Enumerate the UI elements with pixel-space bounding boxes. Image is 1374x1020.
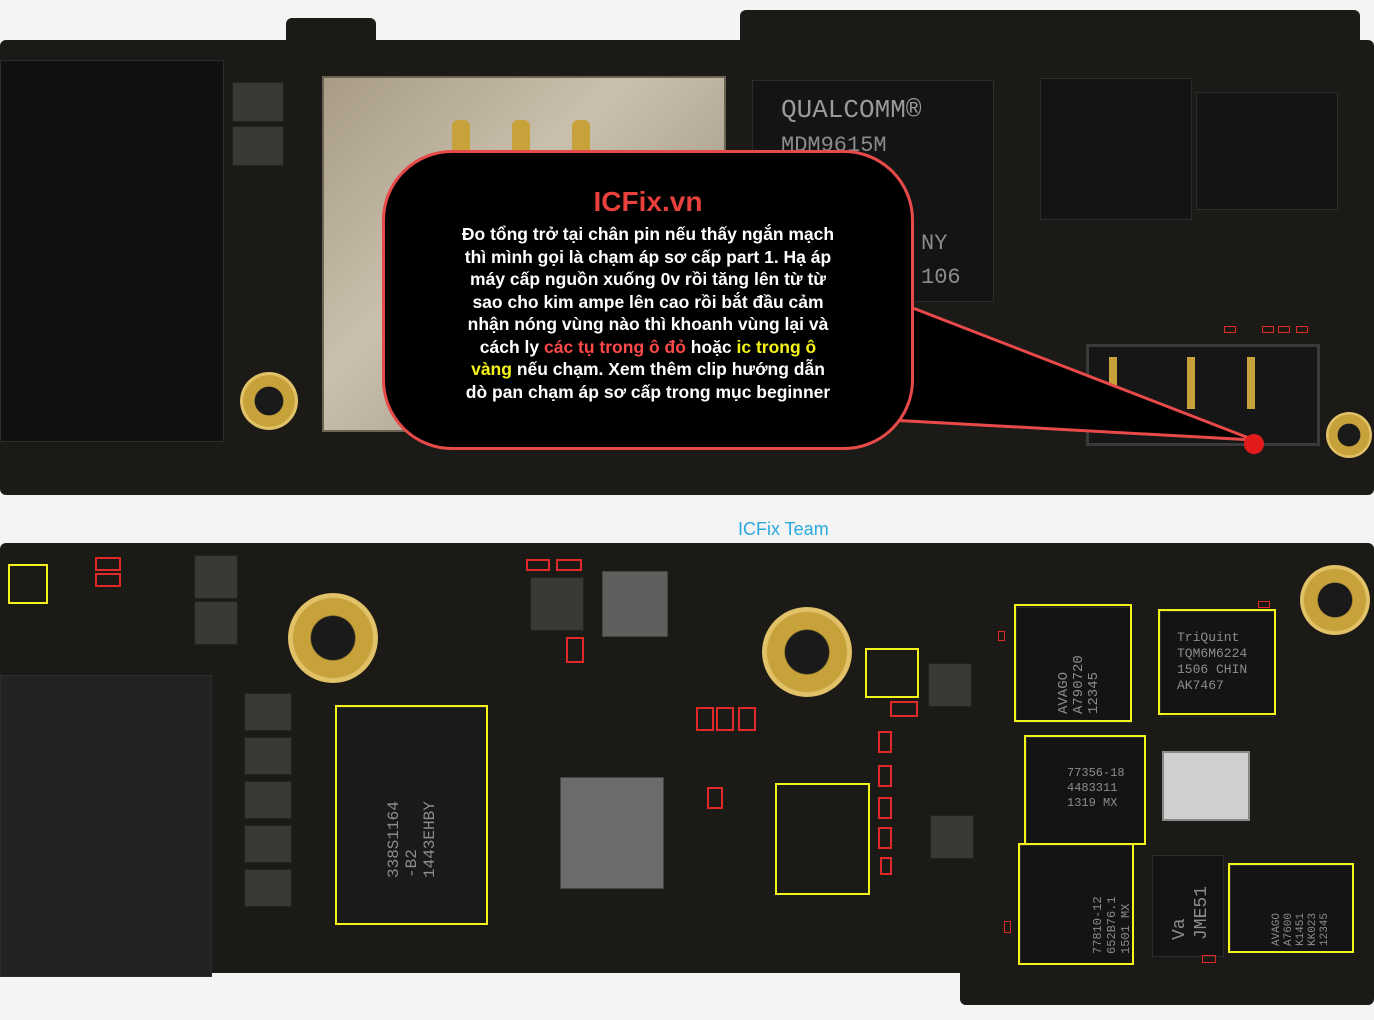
yellow-ic-marker	[1228, 863, 1354, 953]
inductor	[530, 577, 584, 631]
triquint-chip: TriQuint TQM6M6224 1506 CHIN AK7467	[1160, 611, 1276, 717]
callout-body: Đo tổng trở tại chân pin nếu thấy ngắn m…	[411, 223, 885, 403]
callout-text: nếu chạm. Xem thêm clip hướng dẫn dò pan…	[465, 359, 831, 402]
inductor	[194, 555, 238, 599]
chip-marking: Va JME51	[1170, 885, 1212, 940]
inductor	[244, 825, 292, 863]
red-capacitor-marker	[566, 637, 584, 663]
yellow-ic-marker	[8, 564, 48, 604]
red-capacitor-marker	[696, 707, 714, 731]
screw-hole	[1300, 565, 1370, 635]
red-capacitor-marker	[526, 559, 550, 571]
yellow-ic-marker	[865, 648, 919, 698]
bottom-board-photo: 338S1164 -B2 1443EHBY AVAGO A790720 1234…	[0, 515, 1374, 1020]
inductor	[232, 126, 284, 166]
callout-yellow-phrase: ic trong ô vàng	[471, 336, 817, 380]
callout-text: hoặc	[685, 336, 737, 357]
yellow-ic-marker	[335, 705, 488, 925]
connector-pin	[1247, 357, 1255, 409]
red-capacitor-marker	[556, 559, 582, 571]
red-capacitor-marker	[738, 707, 756, 731]
apple-pmic-chip: 338S1164 -B2 1443EHBY	[336, 707, 488, 925]
callout-text: Đo tổng trở tại chân pin nếu thấy ngắn m…	[461, 224, 835, 357]
instruction-callout: ICFix.vn Đo tổng trở tại chân pin nếu th…	[382, 150, 914, 450]
connector-pin	[1109, 357, 1117, 409]
red-capacitor-marker	[1262, 326, 1274, 333]
chip-marking: QUALCOMM®	[781, 95, 922, 125]
top-board-photo: QUALCOMM® MDM9615M NY 106 ICFix.vn Đo tổ…	[0, 0, 1374, 505]
screw-hole	[1326, 412, 1372, 458]
yellow-ic-marker	[1014, 604, 1132, 722]
red-capacitor-marker	[880, 857, 892, 875]
red-capacitor-marker	[95, 557, 121, 571]
ic-chip: Va JME51	[1152, 855, 1224, 957]
red-capacitor-marker	[878, 797, 892, 819]
red-capacitor-marker	[878, 827, 892, 849]
inductor	[244, 693, 292, 731]
red-capacitor-marker	[998, 631, 1005, 641]
yellow-ic-marker	[1158, 609, 1276, 715]
chip-marking: TriQuint TQM6M6224 1506 CHIN AK7467	[1177, 630, 1248, 693]
yellow-ic-marker	[1018, 843, 1134, 965]
red-capacitor-marker	[707, 787, 723, 809]
red-capacitor-marker	[878, 765, 892, 787]
ic-chip	[602, 571, 668, 637]
chip-marking: NY	[921, 231, 948, 256]
yellow-ic-marker	[775, 783, 870, 895]
inductor	[232, 82, 284, 122]
red-capacitor-marker	[878, 731, 892, 753]
screw-hole	[240, 372, 298, 430]
connector-pin	[1187, 357, 1195, 409]
inductor	[244, 781, 292, 819]
red-capacitor-marker	[1224, 326, 1236, 333]
screw-hole	[762, 607, 852, 697]
screw-hole	[288, 593, 378, 683]
inductor	[244, 869, 292, 907]
chip-marking: 106	[921, 265, 961, 290]
skyworks-chip: 77810-12 652B76.1 1501 MX	[1020, 845, 1134, 965]
inductor	[928, 663, 972, 707]
crystal-oscillator	[1162, 751, 1250, 821]
red-capacitor-marker	[95, 573, 121, 587]
pcb-board-tab	[286, 18, 376, 58]
red-capacitor-marker	[716, 707, 734, 731]
audio-codec-chip	[560, 777, 664, 889]
watermark: ICFix Team	[738, 519, 829, 539]
memory-chip	[0, 60, 224, 442]
yellow-ic-marker	[1024, 735, 1146, 845]
inductor	[244, 737, 292, 775]
pcb-board-edge	[740, 10, 1360, 70]
red-capacitor-marker	[1258, 601, 1270, 608]
red-capacitor-marker	[1004, 921, 1011, 933]
avago-chip: AVAGO A790720 12345	[1016, 607, 1132, 723]
probe-point-marker	[1244, 434, 1264, 454]
red-capacitor-marker	[1296, 326, 1308, 333]
transceiver-chip	[1040, 78, 1192, 220]
inductor	[930, 815, 974, 859]
chip-marking: 77356-18 4483311 1319 MX	[1067, 766, 1125, 810]
callout-title: ICFix.vn	[593, 186, 703, 217]
red-capacitor-marker	[1278, 326, 1290, 333]
red-capacitor-marker	[890, 701, 918, 717]
callout-red-phrase: các tụ trong ô đỏ	[543, 336, 686, 357]
memory-chip	[0, 675, 212, 977]
skyworks-chip: 77356-18 4483311 1319 MX	[1026, 737, 1146, 845]
inductor	[194, 601, 238, 645]
red-capacitor-marker	[1202, 955, 1216, 963]
ic-chip	[1196, 92, 1338, 210]
